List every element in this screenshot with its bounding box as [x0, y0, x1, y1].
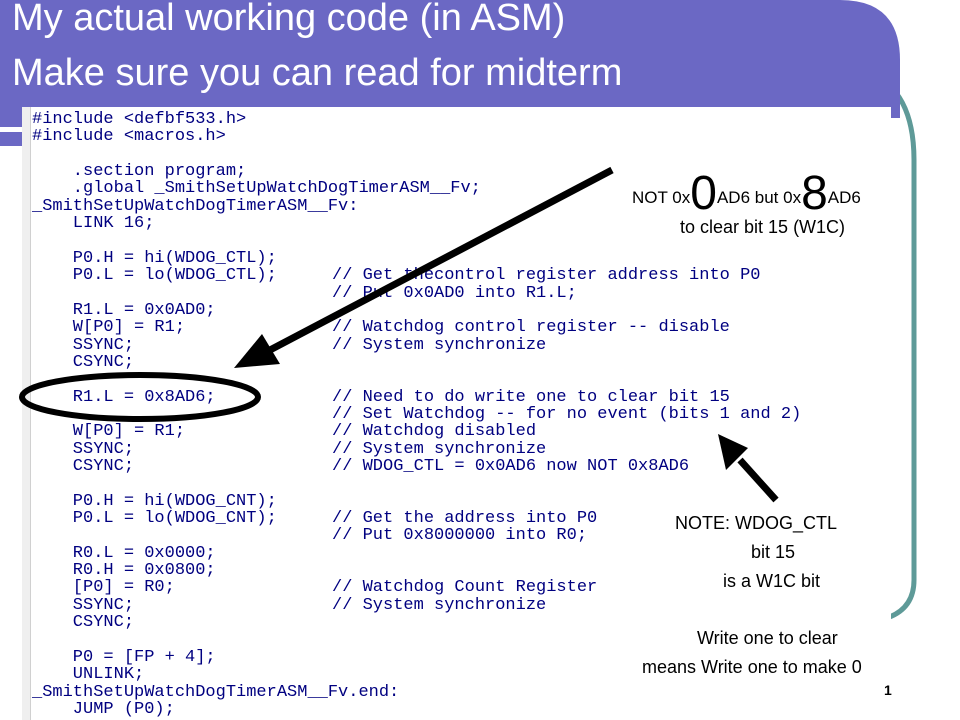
- code-line: W[P0] = R1;: [32, 318, 186, 338]
- code-comment: // Need to do write one to clear bit 15: [332, 387, 730, 407]
- code-comment: // Watchdog disabled: [332, 422, 537, 442]
- code-comment: // Put 0x8000000 into R0;: [332, 526, 588, 546]
- code-comment: // WDOG_CTL = 0x0AD6 now NOT 0x8AD6: [332, 457, 690, 476]
- code-line: P0.H = hi(WDOG_CTL);: [32, 248, 277, 268]
- annotation-big-digit-8: 8: [801, 167, 828, 220]
- note-line-1: NOTE: WDOG_CTL: [675, 513, 838, 533]
- note-line-5: means Write one to make 0: [642, 657, 862, 677]
- code-line: .section program;: [32, 162, 247, 182]
- annotation-not-line: NOT 0x0AD6 but 0x8AD6: [632, 160, 861, 220]
- code-line: P0.L = lo(WDOG_CNT);: [32, 509, 277, 529]
- code-line: R1.L = 0x8AD6;: [32, 387, 216, 407]
- annotation-clear-bit: to clear bit 15 (W1C): [680, 217, 846, 237]
- code-line: [P0] = R0;: [32, 578, 175, 598]
- code-comment: // System synchronize: [332, 439, 547, 459]
- annotation-mid-text: AD6 but 0x: [716, 188, 802, 207]
- left-accent-2: [0, 132, 22, 146]
- code-line: CSYNC;: [32, 352, 135, 372]
- code-line: LINK 16;: [32, 214, 155, 234]
- code-line: #include <macros.h>: [32, 127, 226, 147]
- code-line: P0.H = hi(WDOG_CNT);: [32, 491, 277, 511]
- code-line: R1.L = 0x0AD0;: [32, 300, 216, 320]
- code-line: SSYNC;: [32, 439, 135, 459]
- code-line: #include <defbf533.h>: [32, 110, 247, 129]
- code-line: UNLINK;: [32, 665, 145, 685]
- code-line: CSYNC;: [32, 457, 135, 476]
- code-line: _SmithSetUpWatchDogTimerASM__Fv.end:: [32, 682, 400, 702]
- note-line-2: bit 15: [751, 542, 796, 562]
- title-band: [0, 0, 900, 118]
- code-comment: // Put 0x0AD0 into R1.L;: [332, 283, 577, 303]
- code-line: JUMP (P0);: [32, 699, 175, 719]
- code-line: _SmithSetUpWatchDogTimerASM__Fv:: [32, 196, 359, 216]
- code-comment: // Get thecontrol register address into …: [332, 266, 761, 286]
- page-number: 1: [884, 682, 892, 698]
- note-line-4: Write one to clear: [697, 628, 838, 648]
- code-line: R0.L = 0x0000;: [32, 543, 216, 563]
- code-comment: // System synchronize: [332, 595, 547, 615]
- code-line: R0.H = 0x0800;: [32, 561, 216, 581]
- code-line: SSYNC;: [32, 595, 135, 615]
- code-line: CSYNC;: [32, 613, 135, 633]
- note-line-3: is a W1C bit: [723, 571, 821, 591]
- code-comment: // Set Watchdog -- for no event (bits 1 …: [332, 404, 802, 424]
- annotation-not-prefix: NOT 0x: [632, 188, 691, 207]
- slide-title-line-1: My actual working code (in ASM): [12, 0, 566, 39]
- code-comment: // Watchdog control register -- disable: [332, 318, 730, 338]
- code-line: .global _SmithSetUpWatchDogTimerASM__Fv;: [32, 179, 481, 199]
- code-gutter: [22, 107, 31, 720]
- code-line: P0.L = lo(WDOG_CTL);: [32, 266, 277, 286]
- code-line: P0 = [FP + 4];: [32, 647, 216, 667]
- code-comment: // Get the address into P0: [332, 509, 598, 529]
- code-comment: // Watchdog Count Register: [332, 578, 598, 598]
- slide-title-line-2: Make sure you can read for midterm: [12, 52, 623, 94]
- code-comment: // System synchronize: [332, 335, 547, 355]
- code-line: SSYNC;: [32, 335, 135, 355]
- annotation-big-digit-0: 0: [690, 167, 717, 220]
- code-line: W[P0] = R1;: [32, 422, 186, 442]
- annotation-suffix: AD6: [827, 188, 861, 207]
